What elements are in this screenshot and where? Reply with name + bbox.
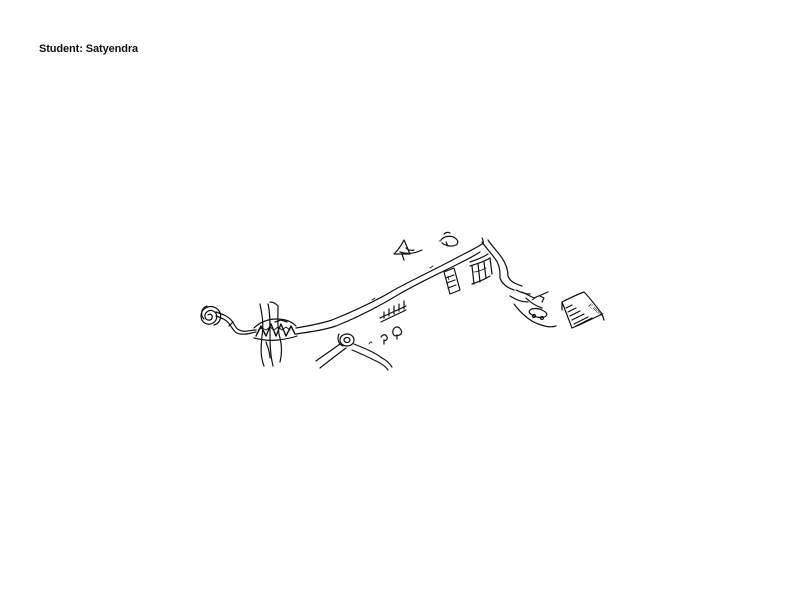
- spiral-start-icon: [201, 306, 221, 325]
- car: [514, 304, 556, 327]
- row-of-shops: [470, 254, 492, 284]
- river-crossing: [260, 302, 282, 366]
- path-to-bridge: [216, 312, 256, 334]
- gate: [522, 292, 548, 308]
- road-to-destination: [482, 240, 530, 302]
- roundabout: [338, 334, 354, 346]
- tall-building: [444, 268, 460, 294]
- destination-building: [562, 292, 604, 328]
- trees: [369, 327, 402, 344]
- main-road: [296, 238, 483, 334]
- bird-tree: [439, 232, 458, 246]
- fence: [380, 301, 406, 322]
- side-road: [316, 344, 346, 368]
- branch-road: [352, 344, 392, 370]
- bridge: [254, 319, 297, 340]
- signboard: [394, 240, 422, 260]
- student-name-label: Student: Satyendra: [39, 43, 139, 55]
